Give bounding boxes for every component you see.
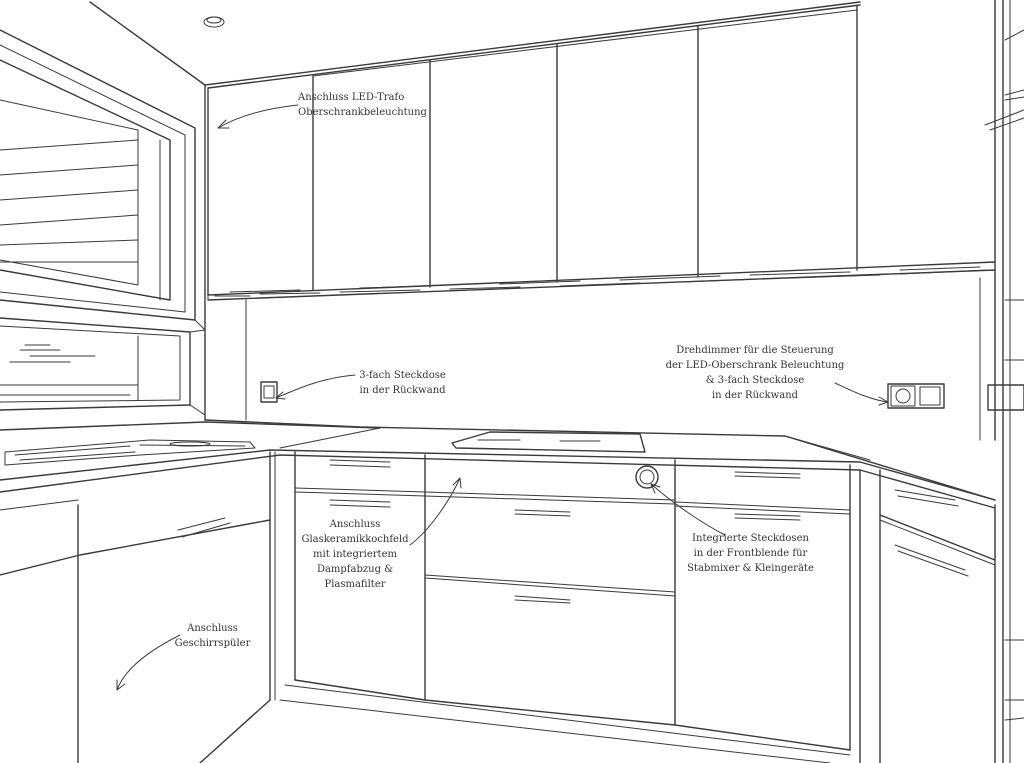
annotation-front-sockets: Integrierte Steckdosen in der Frontblend… bbox=[687, 533, 814, 574]
window bbox=[0, 29, 206, 421]
back-wall bbox=[245, 277, 981, 441]
right-column bbox=[984, 0, 1024, 763]
annotation-dishwasher: Anschluss Geschirrspüler bbox=[174, 623, 251, 649]
annotation-arrows bbox=[116, 104, 889, 691]
annotation-led-transformer: Anschluss LED-Trafo Oberschrankbeleuchtu… bbox=[298, 92, 427, 118]
annotation-backwall-socket: 3-fach Steckdose in der Rückwand bbox=[359, 370, 446, 396]
base-cabinets-left bbox=[0, 451, 276, 763]
base-cabinets-center bbox=[279, 451, 851, 763]
base-cabinets-right bbox=[859, 469, 996, 763]
dimmer-socket-box bbox=[887, 383, 945, 409]
ceiling bbox=[89, 1, 861, 86]
wall-cabinets bbox=[207, 4, 996, 301]
annotation-hob: Anschluss Glaskeramikkochfeld mit integr… bbox=[301, 519, 409, 590]
annotation-dimmer: Drehdimmer für die Steuerung der LED-Obe… bbox=[665, 345, 845, 401]
backwall-socket-box bbox=[260, 381, 278, 403]
worktop bbox=[0, 419, 996, 509]
front-panel-socket bbox=[635, 465, 659, 489]
